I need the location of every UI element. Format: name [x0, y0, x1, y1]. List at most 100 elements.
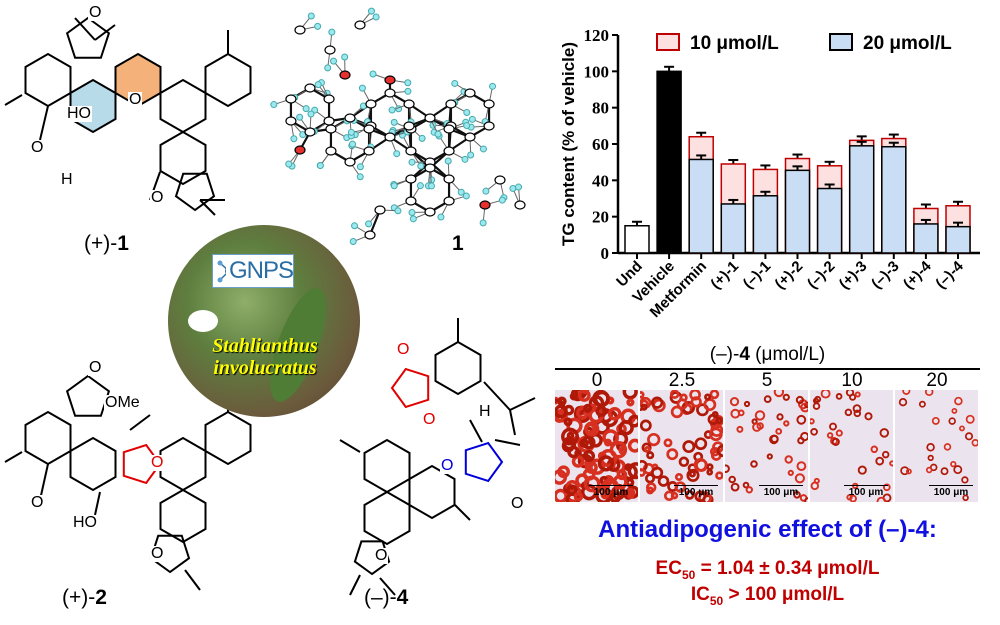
- hydrogen-atom: [416, 182, 424, 190]
- concentration-label: 20: [926, 370, 948, 391]
- x-tick-label: (+)-3: [836, 258, 871, 293]
- y-tick-label: 20: [592, 208, 609, 227]
- furan-ring: [65, 16, 111, 59]
- aromatic-ring: [204, 410, 252, 466]
- hydrogen-atom: [498, 196, 506, 204]
- y-tick-label: 40: [592, 171, 609, 190]
- carbon-atom: [405, 196, 417, 206]
- carbon-atom: [324, 45, 336, 55]
- benzene-ring: [434, 340, 482, 396]
- hydrogen-atom: [356, 163, 364, 171]
- hydrogen-atom: [349, 238, 357, 246]
- hydrogen-atom: [314, 81, 322, 89]
- x-tick-label: (–)-1: [740, 258, 774, 292]
- lipid-droplets: [898, 390, 978, 502]
- hydrogen-atom: [367, 7, 375, 15]
- oxygen-atom: [339, 70, 351, 80]
- carbon-atom: [323, 116, 335, 126]
- x-tick-label: (–)-3: [868, 258, 902, 292]
- hydrogen-atom: [489, 82, 497, 90]
- bond: [494, 439, 521, 446]
- carbon-atom: [494, 175, 506, 185]
- label-number: 2: [95, 586, 107, 609]
- carbon-atom: [364, 230, 376, 240]
- carbon-atom: [323, 94, 335, 104]
- atom-label: O: [150, 189, 165, 206]
- bond: [509, 397, 536, 411]
- hydrogen-atom: [437, 213, 445, 221]
- compound-1-label: (+)-1: [84, 232, 129, 256]
- x-tick-label: (+)-1: [707, 258, 742, 293]
- hydrogen-atom: [351, 222, 359, 230]
- carbon-atom: [514, 200, 526, 210]
- carbon-atom: [325, 146, 337, 156]
- bond: [379, 577, 396, 596]
- carbon-atom: [325, 124, 337, 134]
- furan-ring: [65, 374, 111, 417]
- benzene-ring: [24, 52, 72, 108]
- aromatic-ring: [159, 488, 207, 544]
- bond: [39, 105, 49, 141]
- bond: [129, 414, 151, 431]
- lipid-droplets: [640, 390, 723, 502]
- carbon-atom: [344, 113, 356, 123]
- concentration-label: 0: [591, 370, 603, 391]
- hydrogen-atom: [307, 12, 315, 20]
- bar-20umol: [881, 145, 907, 254]
- carbon-atom: [363, 124, 375, 134]
- carbon-atom: [304, 83, 316, 93]
- scale-bar: 100 μm: [929, 485, 973, 498]
- oil-red-o-micrograph: 100 μm: [895, 390, 978, 502]
- bond: [4, 94, 23, 106]
- title-unit: (μmol/L): [749, 344, 826, 365]
- legend-swatch: [829, 33, 853, 51]
- species-epithet: involucratus: [213, 357, 317, 379]
- aromatic-ring: [159, 130, 207, 186]
- bar-20umol: [720, 203, 747, 254]
- hydrogen-atom: [509, 184, 517, 192]
- concentration-label: 10: [841, 370, 863, 391]
- scale-bar: 100 μm: [759, 485, 803, 498]
- hydrogen-atom: [408, 158, 416, 166]
- bar-20umol: [784, 169, 811, 254]
- carbon-atom: [424, 113, 436, 123]
- carbon-atom: [354, 20, 366, 30]
- hydrogen-atom: [390, 182, 398, 190]
- bond: [4, 451, 23, 463]
- bond: [94, 491, 101, 516]
- hydrogen-atom: [463, 122, 471, 130]
- hydrogen-atom: [390, 118, 398, 126]
- bond: [339, 439, 361, 453]
- legend-label: 20 μmol/L: [863, 33, 952, 54]
- bar-20umol: [816, 187, 843, 254]
- carbon-atom: [483, 121, 495, 131]
- label-prefix: (+)-: [62, 586, 96, 609]
- atom-label: O: [396, 341, 411, 358]
- hydrogen-atom: [347, 128, 355, 136]
- hydrogen-atom: [515, 183, 523, 191]
- hydrogen-atom: [467, 151, 475, 159]
- label-prefix: (–)-: [364, 586, 397, 609]
- label-number: 4: [396, 586, 409, 609]
- hydrogen-atom: [328, 28, 336, 36]
- x-tick-label: (–)-4: [932, 257, 967, 292]
- carbon-atom: [344, 157, 356, 167]
- oil-red-o-micrograph: 100 μm: [810, 390, 893, 502]
- hydrogen-atom: [372, 13, 380, 21]
- carbon-atom: [285, 94, 297, 104]
- hydrogen-atom: [418, 134, 426, 142]
- hydrogen-atom: [404, 79, 412, 87]
- atom-label: O: [88, 4, 103, 21]
- hydrogen-atom: [358, 84, 366, 92]
- hydrogen-atom: [451, 79, 459, 87]
- x-tick-label: (–)-2: [804, 258, 838, 292]
- carbon-atom: [384, 132, 396, 142]
- ec-value: = 1.04 ± 0.34 μmol/L: [695, 558, 880, 579]
- carbon-atom: [294, 25, 306, 35]
- title-number: 4: [739, 344, 750, 365]
- hydrogen-atom: [356, 173, 364, 181]
- hydrogen-atom: [409, 215, 417, 223]
- species-name: Stahlianthus involucratus: [195, 335, 335, 379]
- atom-label: OMe: [104, 394, 141, 411]
- bar-20umol: [913, 223, 939, 254]
